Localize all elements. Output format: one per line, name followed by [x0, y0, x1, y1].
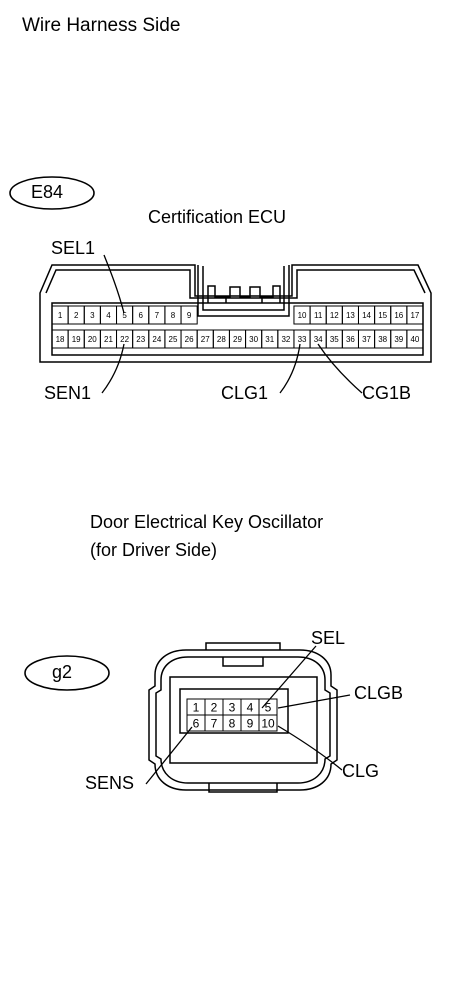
e84-pin-18: 18: [56, 335, 65, 344]
leader-sens: [145, 726, 193, 785]
label-sens: SENS: [85, 773, 135, 793]
e84-pin-6: 6: [138, 311, 143, 320]
e84-pin-14: 14: [362, 311, 371, 320]
e84-pin-7: 7: [155, 311, 160, 320]
e84-pin-cell-40: [406, 329, 424, 349]
e84-pin-16: 16: [394, 311, 403, 320]
e84-pin-26: 26: [185, 335, 194, 344]
connector-name-line2: (for Driver Side): [90, 540, 218, 560]
g2-pin-1: 1: [193, 700, 200, 714]
e84-pin-34: 34: [314, 335, 323, 344]
connector-name-line1: Door Electrical Key Oscillator: [90, 512, 324, 532]
e84-pin-22: 22: [120, 335, 129, 344]
g2-pin-cell-10: [258, 714, 278, 732]
e84-pin-29: 29: [233, 335, 242, 344]
label-clg1: CLG1: [221, 383, 269, 403]
e84-pin-32: 32: [281, 335, 290, 344]
e84-pin-33: 33: [298, 335, 307, 344]
e84-pin-12: 12: [330, 311, 339, 320]
leader-cg1b: [317, 343, 363, 394]
g2-pin-5: 5: [265, 700, 272, 714]
connector-name-certification-ecu: Certification ECU: [148, 207, 287, 227]
label-sen1: SEN1: [44, 383, 92, 403]
connector-code-g2: g2: [52, 662, 73, 682]
g2-pin-7: 7: [211, 716, 218, 730]
e84-pin-25: 25: [169, 335, 178, 344]
e84-pin-4: 4: [106, 311, 111, 320]
certification-ecu-connector: [39, 264, 432, 363]
g2-pin-9: 9: [247, 716, 254, 730]
g2-pin-6: 6: [193, 716, 200, 730]
e84-pin-37: 37: [362, 335, 371, 344]
e84-pin-36: 36: [346, 335, 355, 344]
e84-pin-17: 17: [410, 311, 419, 320]
e84-pin-30: 30: [249, 335, 258, 344]
e84-pin-10: 10: [298, 311, 307, 320]
e84-pin-19: 19: [72, 335, 81, 344]
g2-pin-10: 10: [261, 716, 275, 730]
label-sel: SEL: [311, 628, 346, 648]
e84-pin-24: 24: [152, 335, 161, 344]
e84-pin-1: 1: [58, 311, 63, 320]
connector-code-e84-ellipse: [9, 176, 95, 210]
e84-pin-23: 23: [136, 335, 145, 344]
e84-pin-cell-9: [180, 305, 198, 325]
leader-sel1: [103, 254, 125, 314]
e84-pin-13: 13: [346, 311, 355, 320]
leader-sen1: [101, 343, 125, 394]
e84-pin-9: 9: [187, 311, 192, 320]
leader-sel: [261, 645, 317, 709]
e84-pin-38: 38: [378, 335, 387, 344]
label-sel1: SEL1: [51, 238, 96, 258]
e84-pin-27: 27: [201, 335, 210, 344]
page-heading: Wire Harness Side: [22, 15, 181, 36]
e84-pin-5: 5: [122, 311, 127, 320]
g2-pin-3: 3: [229, 700, 236, 714]
e84-pin-8: 8: [171, 311, 176, 320]
e84-pin-3: 3: [90, 311, 95, 320]
connector-code-g2-ellipse: [24, 655, 110, 691]
e84-pin-11: 11: [314, 311, 323, 320]
leader-clgb: [277, 694, 351, 709]
label-cg1b: CG1B: [362, 383, 412, 403]
e84-pin-20: 20: [88, 335, 97, 344]
e84-pin-28: 28: [217, 335, 226, 344]
g2-pin-4: 4: [247, 700, 254, 714]
leader-clg1: [279, 343, 301, 394]
g2-pin-2: 2: [211, 700, 218, 714]
e84-pin-31: 31: [265, 335, 274, 344]
label-clg: CLG: [342, 761, 380, 781]
leader-clg: [277, 725, 343, 771]
connector-code-e84: E84: [31, 182, 64, 202]
door-oscillator-connector: [148, 642, 338, 793]
e84-pin-15: 15: [378, 311, 387, 320]
label-clgb: CLGB: [354, 683, 404, 703]
e84-pin-35: 35: [330, 335, 339, 344]
g2-pin-8: 8: [229, 716, 236, 730]
e84-pin-21: 21: [104, 335, 113, 344]
e84-pin-39: 39: [394, 335, 403, 344]
e84-pin-cell-17: [406, 305, 424, 325]
e84-pin-2: 2: [74, 311, 79, 320]
e84-pin-40: 40: [410, 335, 419, 344]
